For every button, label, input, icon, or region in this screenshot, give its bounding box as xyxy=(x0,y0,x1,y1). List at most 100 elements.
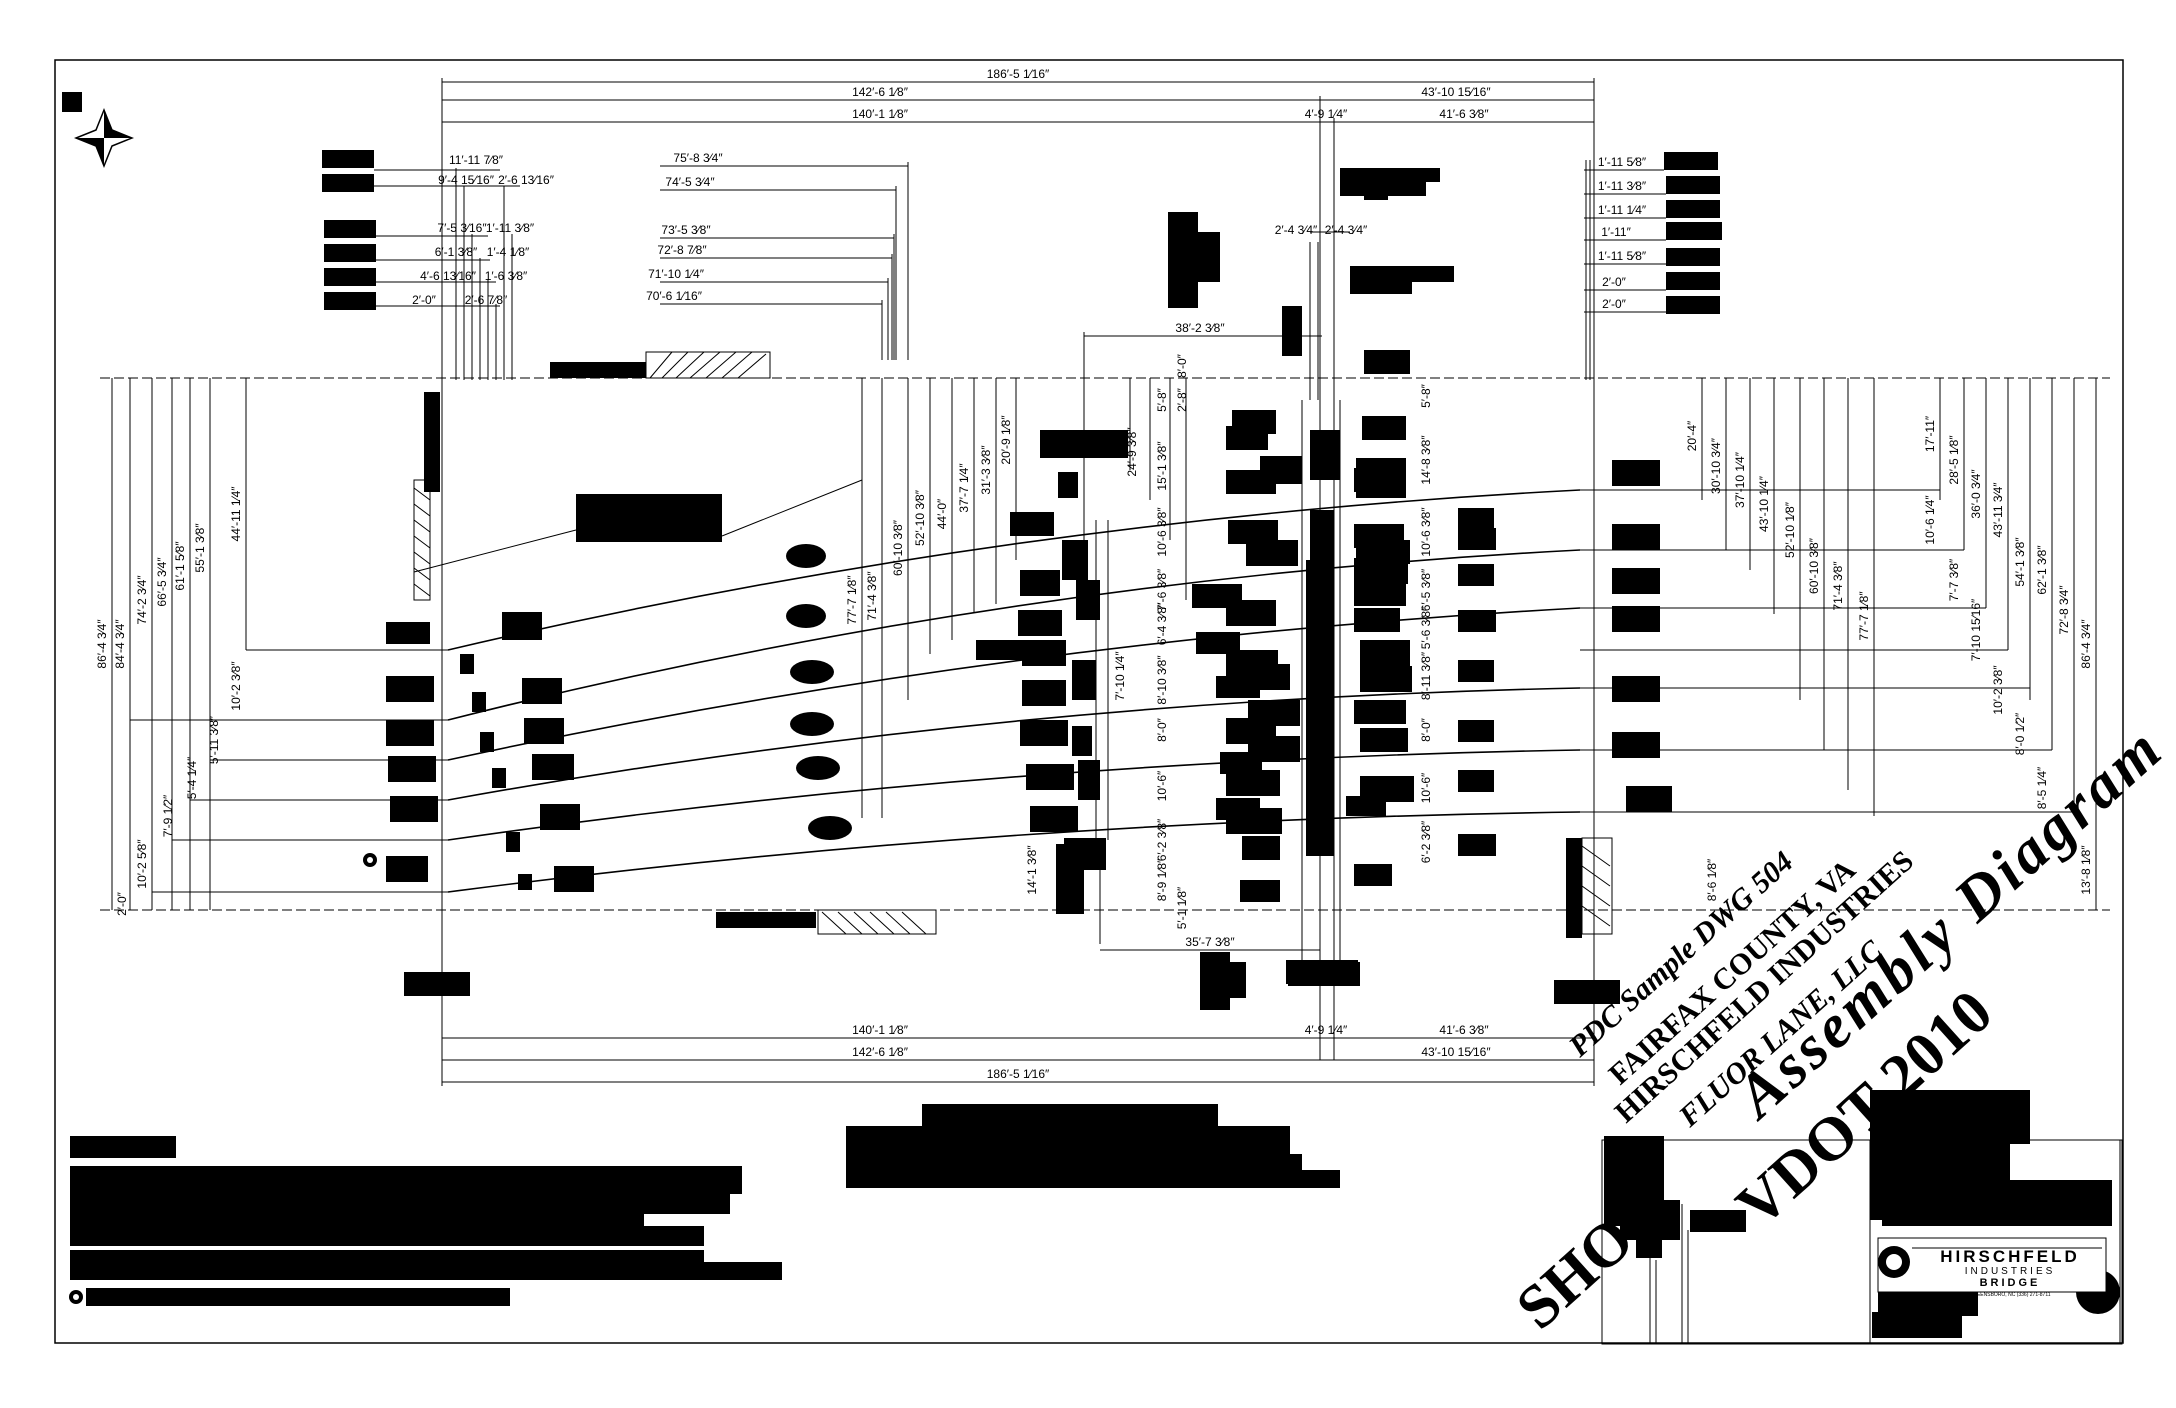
dim-top-left-b: 140′-1 1⁄8″ xyxy=(852,107,909,121)
dim-lv-6: 44′-11 1⁄4″ xyxy=(229,486,243,542)
logo-company: HIRSCHFELD xyxy=(1940,1247,2080,1266)
pier-lines xyxy=(1095,400,1341,960)
dim-rv-9: 28′-5 1⁄8″ xyxy=(1947,435,1961,485)
dim-lv-0: 86′-4 3⁄4″ xyxy=(95,619,109,669)
dim-ur-5: 2′-0″ xyxy=(1602,275,1627,289)
notes-center-redacted xyxy=(846,1104,1340,1188)
mid-vertical-dims xyxy=(861,378,1187,818)
dim-mv-19: 5′-1 1⁄8″ xyxy=(1175,886,1189,929)
dim-um-5: 70′-6 1⁄16″ xyxy=(646,289,703,303)
dim-ul-4: 1′-11 3⁄8″ xyxy=(486,221,535,235)
dim-rc-3: 6′-5 3⁄8″ xyxy=(1419,568,1433,611)
dim-lv-11: 10′-2 5⁄8″ xyxy=(135,839,149,889)
mid-left-tags xyxy=(786,544,852,840)
logo-division: INDUSTRIES xyxy=(1965,1266,2056,1277)
dim-top-right-a: 43′-10 15⁄16″ xyxy=(1421,85,1491,99)
dim-mv-12: 6′-4 3⁄8″ xyxy=(1155,602,1169,645)
abutment-bottom xyxy=(716,909,937,935)
dim-ur-4: 1′-11 5⁄8″ xyxy=(1598,249,1647,263)
dim-bot-right-a: 43′-10 15⁄16″ xyxy=(1421,1045,1491,1059)
logo-address: GREENSBORO, NC (336) 271-8711 xyxy=(1969,1292,2050,1298)
dim-ur-1: 1′-11 3⁄8″ xyxy=(1598,179,1647,193)
dim-lv-3: 66′-5 3⁄4″ xyxy=(155,557,169,607)
dim-rc-1: 14′-8 3⁄8″ xyxy=(1419,435,1433,485)
dim-lv-5: 55′-1 3⁄8″ xyxy=(193,523,207,573)
dim-rv-8: 17′-11″ xyxy=(1923,415,1937,452)
pier-parts xyxy=(976,350,1496,1010)
center-top-parts xyxy=(1168,168,1454,356)
upper-mid-leaders xyxy=(660,162,909,360)
dim-lv-9: 5′-4 1⁄4″ xyxy=(185,756,199,799)
dim-mv-15: 8′-0″ xyxy=(1155,717,1169,742)
dim-rc-5: 8′-11 3⁄8″ xyxy=(1419,651,1433,700)
dim-top-overall: 186′-5 1⁄16″ xyxy=(987,67,1050,81)
dim-rv-13: 62′-1 3⁄8″ xyxy=(2035,545,2049,595)
dim-um-2: 73′-5 3⁄8″ xyxy=(661,223,711,237)
dim-rv-17: 7′-7 3⁄8″ xyxy=(1947,558,1961,601)
dim-rv-21: 8′-5 1⁄4″ xyxy=(2035,766,2049,809)
bearing-note-icon xyxy=(69,1290,83,1304)
dim-bot-mid: 4′-9 1⁄4″ xyxy=(1305,1023,1348,1037)
upper-left-leaders xyxy=(374,168,520,380)
dim-ul-9: 2′-0″ xyxy=(412,293,437,307)
dim-rc-7: 10′-6″ xyxy=(1419,772,1433,803)
dim-um-0: 75′-8 3⁄4″ xyxy=(673,151,723,165)
dim-rv-23: 8′-6 1⁄8″ xyxy=(1705,858,1719,901)
dim-lv-10: 7′-9 1⁄2″ xyxy=(161,794,175,837)
dim-rv-7: 77′-7 1⁄8″ xyxy=(1857,591,1871,641)
dim-um-1: 74′-5 3⁄4″ xyxy=(665,175,715,189)
abutment-right-wall xyxy=(1566,837,1613,938)
abutment-left-wall xyxy=(413,392,440,601)
dim-rv-11: 43′-11 3⁄4″ xyxy=(1991,482,2005,538)
dim-mv-0: 77′-7 1⁄8″ xyxy=(845,575,859,625)
callout-block-left xyxy=(576,494,722,542)
dim-mv-10: 10′-6 3⁄8″ xyxy=(1155,507,1169,557)
dim-mv-21: 8′-0″ xyxy=(1175,353,1189,378)
dim-lv-1: 84′-4 3⁄4″ xyxy=(113,619,127,669)
dim-mv-5: 37′-7 1⁄4″ xyxy=(957,463,971,513)
dim-um-4: 71′-10 1⁄4″ xyxy=(648,267,705,281)
notes-left-redacted xyxy=(70,1136,782,1306)
dim-mv-4: 44′-0″ xyxy=(935,498,949,529)
center-top-lines xyxy=(1083,231,1350,600)
dim-bottom-span: 35′-7 3⁄8″ xyxy=(1185,935,1235,949)
dim-ul-7: 4′-6 13⁄16″ xyxy=(420,269,477,283)
dim-pair-left: 2′-4 3⁄4″ xyxy=(1275,223,1318,237)
left-splice-parts xyxy=(460,612,594,892)
upper-right-tags xyxy=(1664,152,1722,314)
dim-bot-right-b: 41′-6 3⁄8″ xyxy=(1439,1023,1489,1037)
dim-mv-16: 10′-6″ xyxy=(1155,770,1169,801)
dim-rc-4: 5′-6 3⁄8″ xyxy=(1419,606,1433,649)
callout-leaders xyxy=(413,479,863,573)
dim-mv-13: 7′-10 1⁄4″ xyxy=(1113,651,1127,701)
stamp-shop: SHOP xyxy=(1504,1179,1675,1342)
dim-rc-0: 5′-8″ xyxy=(1419,383,1433,408)
abutment-lines xyxy=(100,377,2110,911)
dim-ur-2: 1′-11 1⁄4″ xyxy=(1598,203,1647,217)
bearing-icon xyxy=(363,853,377,867)
dim-ur-6: 2′-0″ xyxy=(1602,297,1627,311)
dim-rv-2: 37′-10 1⁄4″ xyxy=(1733,451,1747,508)
left-vertical-dims xyxy=(111,378,448,910)
dim-rv-5: 60′-10 3⁄8″ xyxy=(1807,537,1821,594)
dim-rv-10: 36′-0 3⁄4″ xyxy=(1969,469,1983,519)
right-vertical-dims xyxy=(1580,378,2097,910)
upper-left-tags xyxy=(322,150,376,310)
dim-rv-0: 20′-4″ xyxy=(1685,420,1699,451)
dim-um-3: 72′-8 7⁄8″ xyxy=(657,243,707,257)
dim-mv-22: 2′-8″ xyxy=(1175,387,1189,412)
dim-ul-2: 2′-6 13⁄16″ xyxy=(498,173,555,187)
abutment-top xyxy=(550,351,771,379)
dim-rv-6: 71′-4 3⁄8″ xyxy=(1831,561,1845,611)
dim-mv-17: 6′-2 3⁄8″ xyxy=(1155,818,1169,861)
dim-bot-left-a: 142′-6 1⁄8″ xyxy=(852,1045,909,1059)
dim-rv-3: 43′-10 1⁄4″ xyxy=(1757,475,1771,532)
dim-mv-8: 24′-9 3⁄8″ xyxy=(1125,427,1139,477)
bottom-end-tags xyxy=(404,960,1620,1004)
north-arrow-icon xyxy=(62,92,135,169)
dim-bot-overall: 186′-5 1⁄16″ xyxy=(987,1067,1050,1081)
dim-ul-6: 1′-4 1⁄8″ xyxy=(487,245,530,259)
dim-top-mid: 4′-9 1⁄4″ xyxy=(1305,107,1348,121)
dim-ur-3: 1′-11″ xyxy=(1601,225,1631,239)
